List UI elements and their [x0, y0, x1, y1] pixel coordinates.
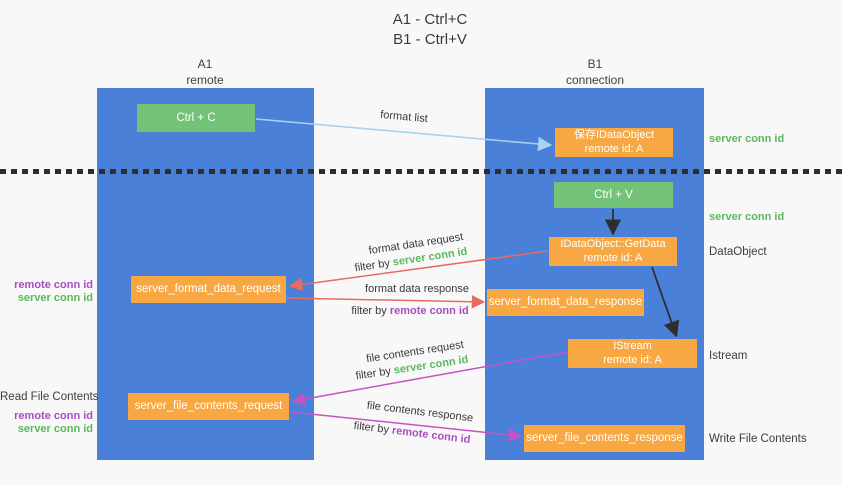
node-istream-line2: remote id: A [603, 353, 662, 366]
node-ctrl-v-label: Ctrl + V [594, 188, 633, 201]
label-format-list: format list [379, 108, 429, 126]
filter-by-text: filter by [353, 419, 390, 437]
label-format-data-response: format data response [365, 283, 469, 295]
side-label-write-file-contents: Write File Contents [709, 433, 807, 445]
node-server-format-data-response: server_format_data_response [487, 289, 644, 316]
node-ctrl-v: Ctrl + V [554, 182, 673, 208]
node-istream-line1: IStream [613, 339, 652, 352]
arrow-format-data-response [286, 295, 486, 309]
node-server-file-contents-request-label: server_file_contents_request [134, 400, 283, 413]
remote-conn-id-text: remote conn id [389, 305, 469, 317]
side-label-remote-conn-id-mid: remote conn id [14, 279, 93, 291]
section-divider-dotted-line [0, 169, 842, 174]
node-ctrl-c: Ctrl + C [137, 104, 255, 132]
node-ctrl-c-label: Ctrl + C [176, 111, 216, 124]
title-line-2: B1 - Ctrl+V [393, 31, 467, 49]
node-server-format-data-response-label: server_format_data_response [488, 296, 643, 309]
column-a1-role: remote [186, 72, 224, 87]
column-b1-role: connection [565, 72, 625, 87]
node-server-file-contents-response: server_file_contents_response [524, 425, 685, 452]
side-label-server-conn-id-top: server conn id [709, 133, 785, 145]
side-label-read-file-contents: Read File Contents [0, 391, 99, 403]
filter-by-text: filter by [353, 257, 391, 275]
diagram-title: A1 - Ctrl+C B1 - Ctrl+V [300, 10, 560, 51]
node-server-format-data-request: server_format_data_request [131, 276, 286, 303]
label-filter-by-remote-conn-id-2: filter by remote conn id [353, 420, 471, 446]
column-a1-name: A1 [197, 57, 213, 71]
side-label-remote-conn-id-bottom: remote conn id [14, 410, 93, 422]
node-server-file-contents-request: server_file_contents_request [128, 393, 289, 420]
title-line-1: A1 - Ctrl+C [392, 11, 468, 28]
label-filter-by-remote-conn-id-1: filter by remote conn id [351, 305, 468, 317]
remote-conn-id-text: remote conn id [391, 424, 471, 447]
column-header-a1: A1 remote [145, 57, 265, 88]
node-server-format-data-request-label: server_format_data_request [136, 283, 281, 296]
node-istream: IStream remote id: A [568, 339, 697, 368]
node-idataobject-getdata: IDataObject::GetData remote id: A [549, 237, 677, 266]
node-save-idataobject: 保存IDataObject remote id: A [555, 128, 673, 157]
side-label-server-conn-id-mid: server conn id [709, 211, 785, 223]
column-b1-name: B1 [587, 57, 603, 71]
filter-by-text: filter by [354, 365, 392, 383]
node-save-idataobject-line1: 保存IDataObject [573, 128, 655, 141]
node-save-idataobject-line2: remote id: A [584, 142, 644, 155]
node-idataobject-getdata-line1: IDataObject::GetData [560, 237, 666, 250]
node-server-file-contents-response-label: server_file_contents_response [526, 432, 683, 445]
side-label-server-conn-id-mid-left: server conn id [17, 292, 93, 304]
column-header-b1: B1 connection [535, 57, 655, 88]
filter-by-text: filter by [351, 305, 387, 317]
label-file-contents-response: file contents response [366, 399, 474, 425]
side-label-istream: Istream [709, 350, 748, 362]
side-label-dataobject: DataObject [709, 246, 767, 258]
side-label-server-conn-id-bottom: server conn id [17, 423, 93, 435]
node-idataobject-getdata-line2: remote id: A [583, 251, 643, 264]
